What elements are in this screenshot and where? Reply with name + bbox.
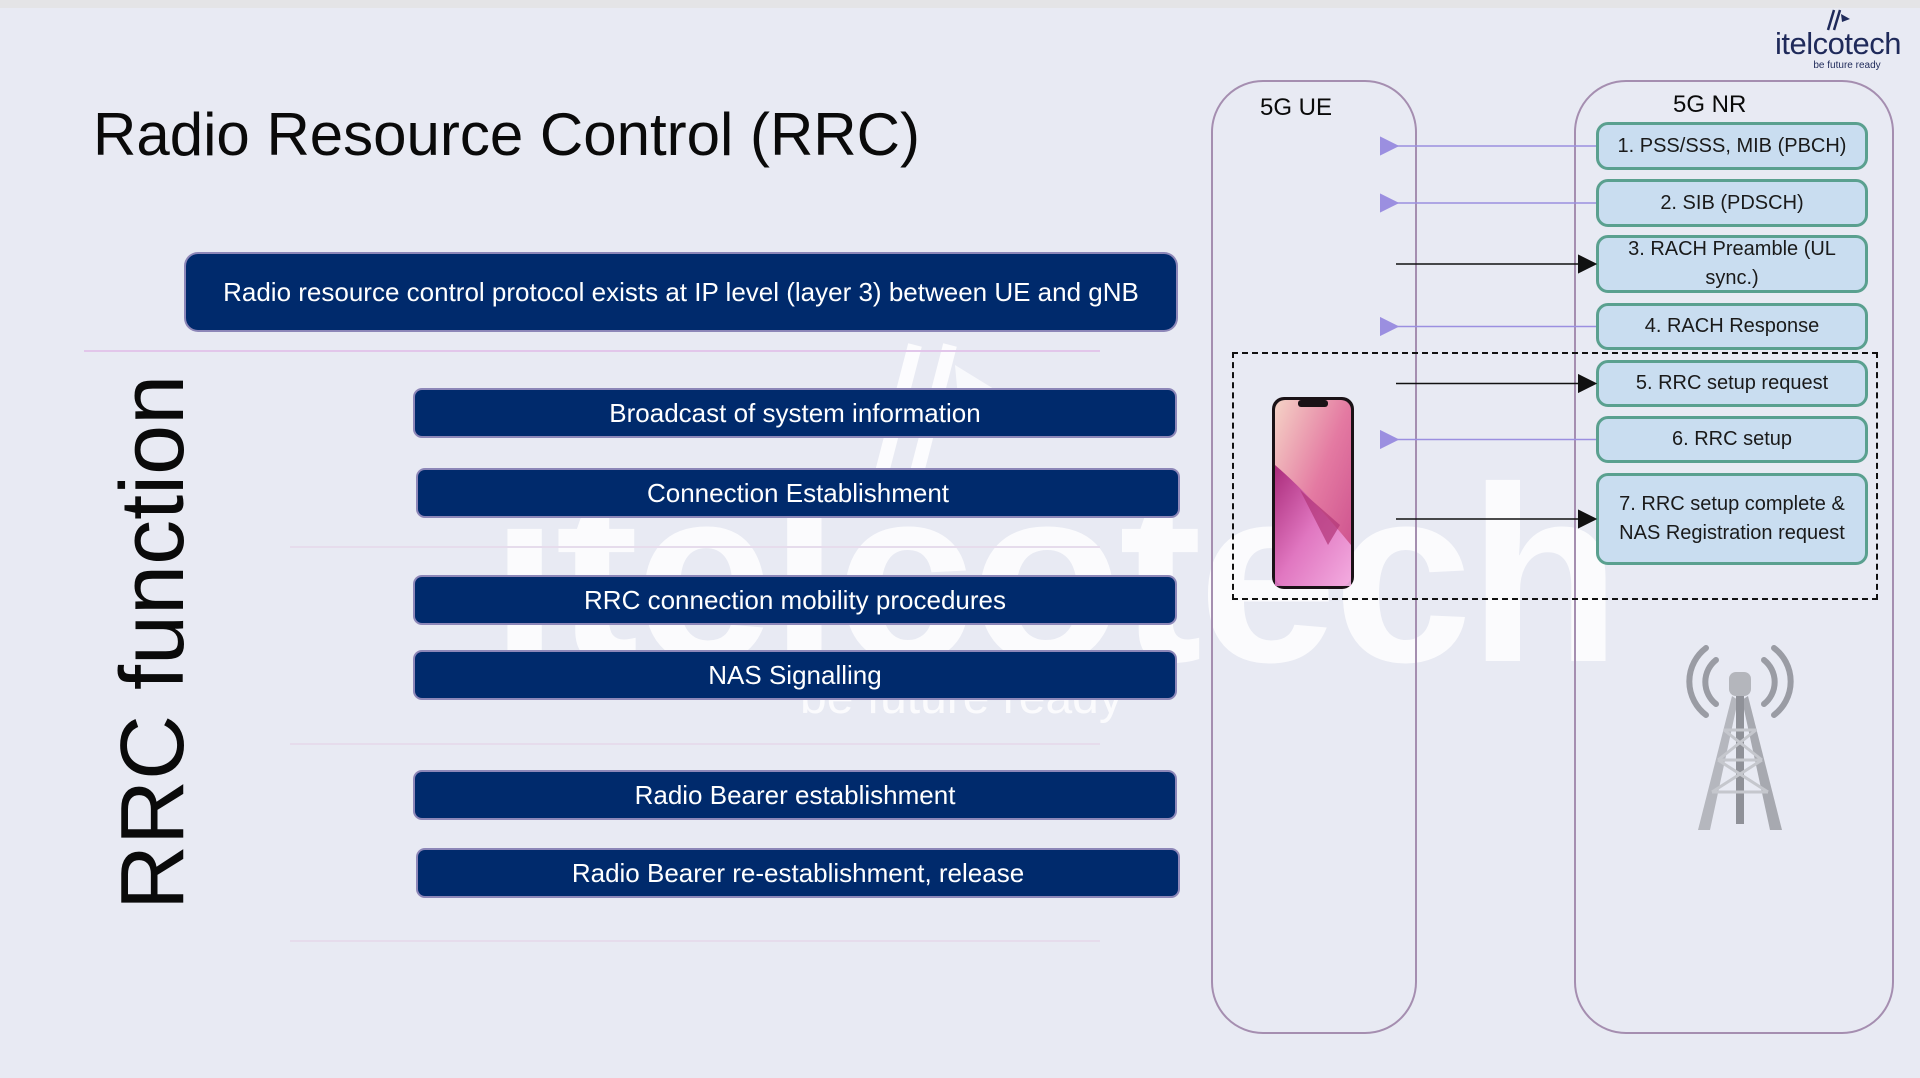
- function-bar: Broadcast of system information: [415, 390, 1175, 436]
- ue-column-label: 5G UE: [1260, 94, 1333, 121]
- itelcotech-logo: itelcotech be future ready: [1758, 6, 1918, 72]
- message-box-3: 3. RACH Preamble (UL sync.): [1596, 235, 1868, 293]
- divider: [290, 940, 1100, 942]
- rrc-setup-group: [1232, 352, 1878, 600]
- ue-column: [1211, 80, 1417, 1034]
- function-bar: Connection Establishment: [418, 470, 1178, 516]
- logo-mark-icon: [1826, 9, 1850, 31]
- divider: [290, 546, 1100, 548]
- divider: [84, 350, 1100, 352]
- message-box-4: 4. RACH Response: [1596, 303, 1868, 350]
- divider: [290, 743, 1100, 745]
- message-box-2: 2. SIB (PDSCH): [1596, 179, 1868, 227]
- logo-wordmark: itelcotech: [1775, 26, 1901, 61]
- slide-title: Radio Resource Control (RRC): [93, 101, 920, 168]
- message-box-6: 6. RRC setup: [1596, 416, 1868, 463]
- logo-tagline: be future ready: [1813, 60, 1881, 71]
- message-box-1: 1. PSS/SSS, MIB (PBCH): [1596, 122, 1868, 170]
- function-bar: Radio Bearer establishment: [415, 772, 1175, 818]
- rrc-function-label: RRC function: [103, 374, 203, 910]
- nr-column-label: 5G NR: [1673, 91, 1747, 118]
- function-bar: Radio Bearer re-establishment, release: [418, 850, 1178, 896]
- top-band: [0, 0, 1920, 8]
- message-box-7: 7. RRC setup complete & NAS Registration…: [1596, 473, 1868, 565]
- message-box-5: 5. RRC setup request: [1596, 360, 1868, 407]
- smartphone-icon: [1272, 397, 1354, 589]
- rrc-definition-box: Radio resource control protocol exists a…: [186, 254, 1176, 330]
- nr-column: [1574, 80, 1894, 1034]
- cell-tower-icon: [1686, 645, 1794, 830]
- function-bar: RRC connection mobility procedures: [415, 577, 1175, 623]
- function-bar: NAS Signalling: [415, 652, 1175, 698]
